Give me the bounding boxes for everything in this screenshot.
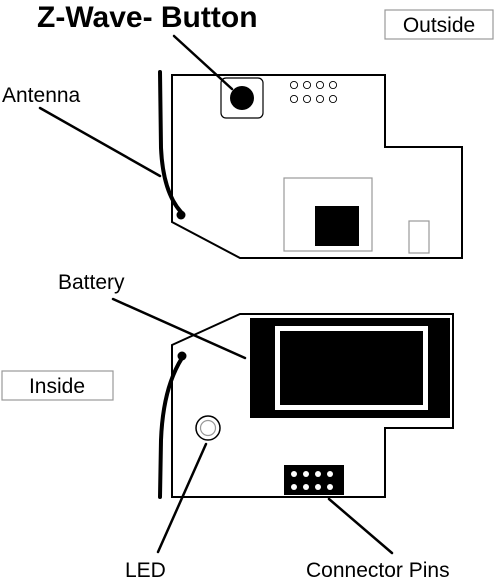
callout-line-z-wave-button: [172, 34, 234, 91]
outside-label: Outside: [403, 14, 475, 37]
callout-line-battery: [111, 297, 247, 360]
outside-antenna-wire: [158, 70, 183, 214]
outside-small-component: [408, 220, 430, 254]
outside-board-outline: [171, 74, 463, 259]
led: [199, 419, 217, 437]
callout-line-connector-pins: [327, 497, 394, 555]
inside-label: Inside: [29, 375, 85, 398]
callout-line-antenna: [38, 106, 162, 178]
inside-antenna-wire: [158, 356, 184, 499]
led-label: LED: [125, 559, 166, 582]
outside-board-view: [158, 70, 463, 259]
battery-label: Battery: [58, 271, 125, 294]
callout-line-led: [156, 442, 208, 554]
connector-pins-label: Connector Pins: [306, 559, 450, 582]
outside-antenna-end: [176, 210, 186, 220]
outside-chip: [315, 206, 359, 246]
inside-board-view: [158, 313, 454, 499]
inside-label-box: [1, 370, 114, 401]
title-z-wave-button: Z-Wave- Button: [37, 1, 258, 34]
outside-hole-grid: [289, 80, 338, 104]
antenna-label: Antenna: [2, 84, 81, 107]
z-wave-button: [230, 86, 254, 110]
outside-label-box: [384, 9, 494, 40]
battery-label-window-inner: [280, 331, 423, 405]
connector-pins-header: [284, 465, 344, 495]
connector-pins: [291, 471, 333, 490]
